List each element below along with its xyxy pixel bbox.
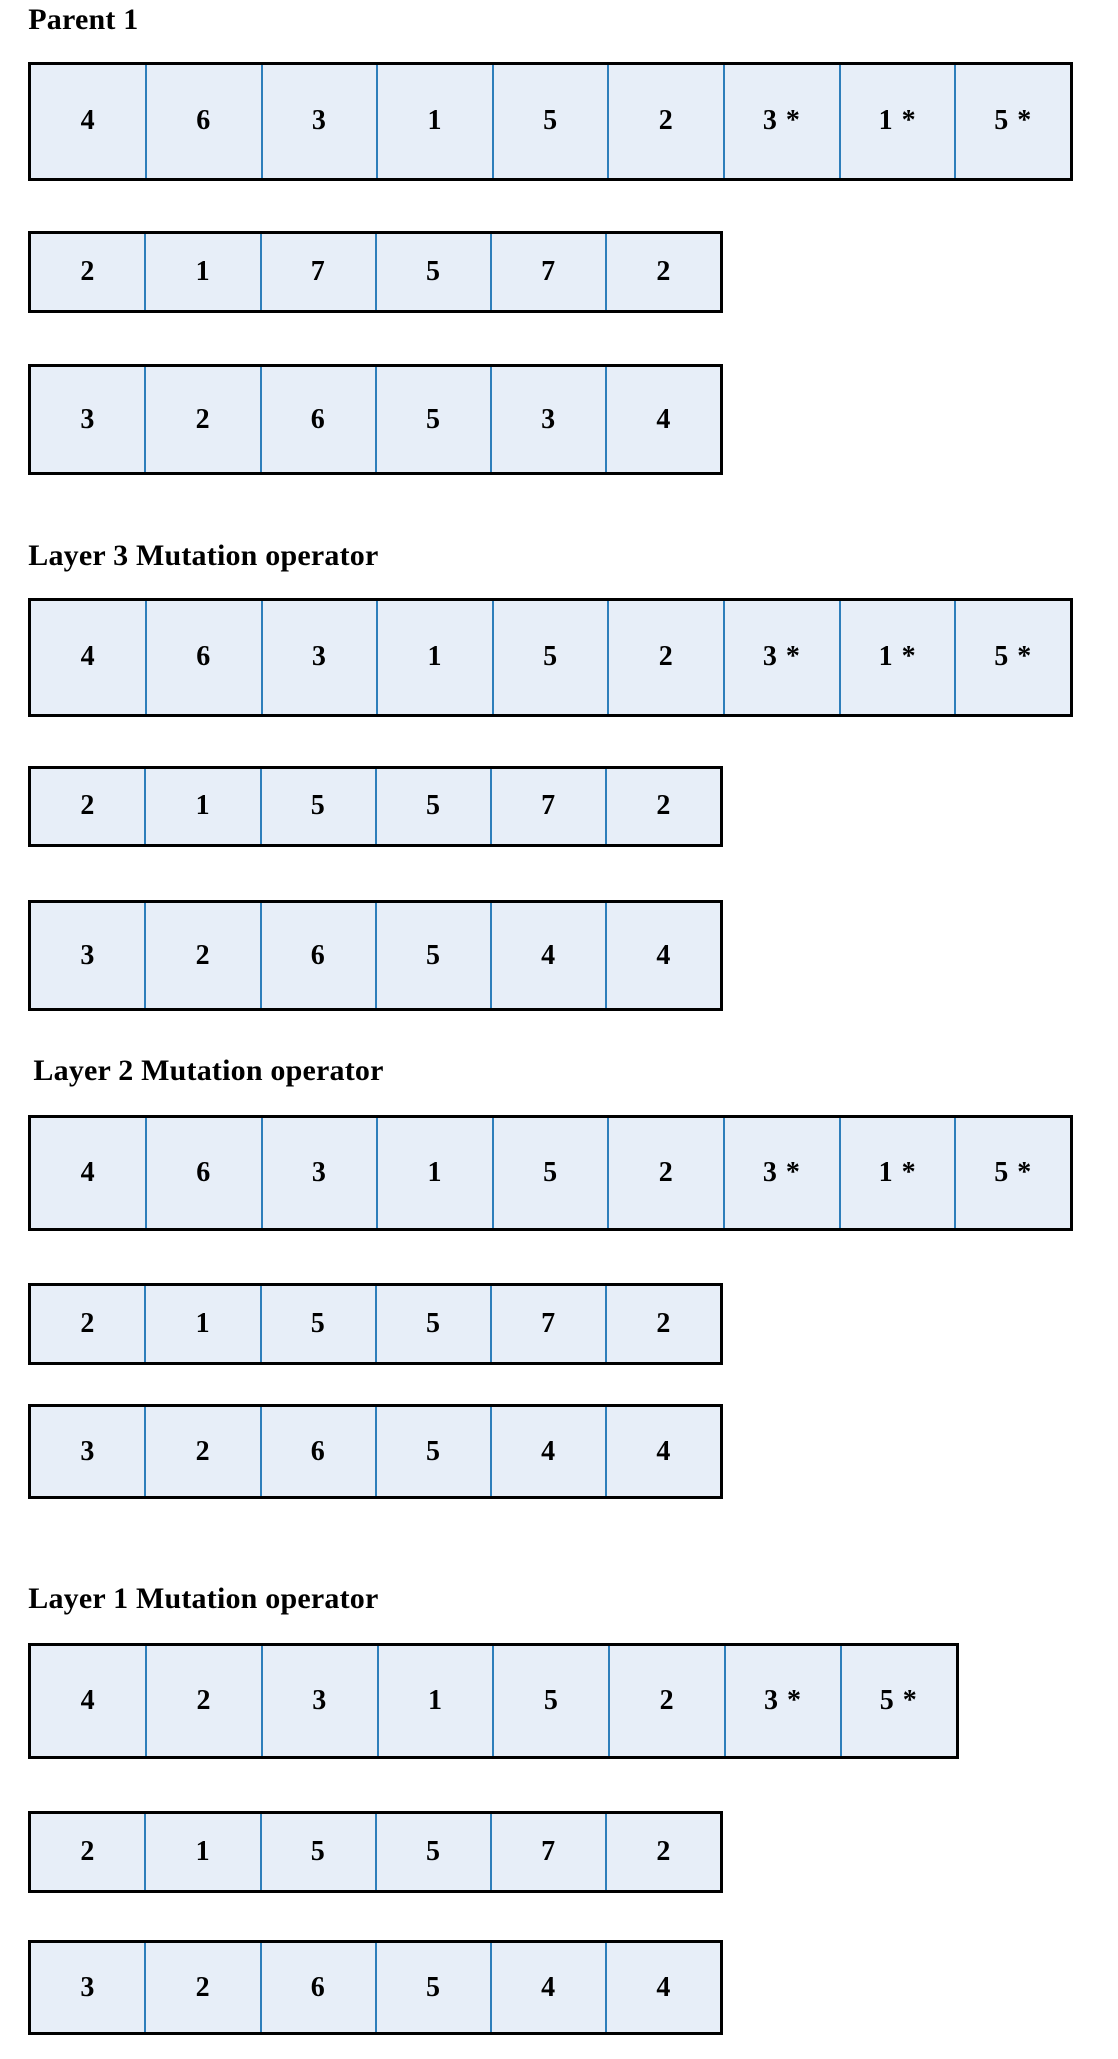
gene-cell: 5	[493, 1118, 610, 1229]
gene-cell: 5	[493, 65, 610, 178]
gene-cell: 1	[378, 1118, 494, 1229]
gene-cell: 1 *	[840, 600, 957, 714]
gene-cell: 2	[31, 1813, 147, 1890]
gene-cell: 1 *	[840, 1118, 957, 1229]
gene-cell: 5	[261, 1813, 377, 1890]
gene-cell: 6	[261, 903, 377, 1008]
gene-cell: 6	[261, 1407, 377, 1497]
gene-cell: 5	[376, 1943, 493, 2033]
section-title-layer-3: Layer 3 Mutation operator	[28, 539, 379, 573]
gene-cell: 4	[607, 1943, 721, 2033]
gene-cell: 4	[492, 1407, 608, 1497]
gene-cell: 7	[261, 233, 377, 310]
gene-cell: 5	[494, 1646, 611, 1757]
gene-cell: 3	[31, 903, 147, 1008]
gene-cell: 2	[607, 233, 721, 310]
section-title-layer-1: Layer 1 Mutation operator	[28, 1581, 379, 1615]
gene-cell: 5	[261, 1285, 377, 1362]
gene-cell: 2	[31, 768, 147, 845]
gene-cell: 5	[376, 367, 493, 473]
gene-cell: 7	[492, 1813, 608, 1890]
gene-cell: 2	[609, 65, 726, 178]
gene-cell: 4	[31, 600, 147, 714]
gene-cell: 3	[262, 1118, 379, 1229]
gene-cell: 2	[146, 1407, 262, 1497]
gene-cell: 5	[376, 1407, 493, 1497]
gene-cell: 7	[492, 768, 608, 845]
gene-cell: 1	[378, 600, 494, 714]
gene-cell: 5	[376, 903, 493, 1008]
gene-cell: 4	[31, 1118, 147, 1229]
gene-cell: 6	[146, 600, 263, 714]
gene-cell: 3 *	[725, 1118, 841, 1229]
gene-cell: 2	[607, 768, 721, 845]
gene-cell: 2	[146, 367, 262, 473]
gene-cell: 3 *	[726, 1646, 842, 1757]
gene-cell: 7	[492, 233, 608, 310]
gene-cell: 3	[31, 367, 147, 473]
gene-cell: 2	[31, 1285, 147, 1362]
gene-cell: 2	[607, 1285, 721, 1362]
gene-cell: 5	[261, 768, 377, 845]
gene-cell: 5 *	[841, 1646, 956, 1757]
gene-cell: 3	[31, 1407, 147, 1497]
gene-cell: 6	[146, 1118, 263, 1229]
gene-cell: 1	[146, 1285, 262, 1362]
gene-cell: 5 *	[956, 65, 1071, 178]
gene-cell: 4	[31, 1646, 148, 1757]
gene-cell: 5	[493, 600, 610, 714]
gene-cell: 4	[492, 1943, 608, 2033]
gene-cell: 3	[262, 600, 379, 714]
gene-cell: 4	[31, 65, 147, 178]
gene-cell: 1	[378, 65, 494, 178]
gene-cell: 4	[607, 367, 721, 473]
gene-cell: 5	[376, 233, 493, 310]
gene-cell: 2	[609, 1118, 726, 1229]
gene-cell: 2	[609, 600, 726, 714]
section-title-layer-2: Layer 2 Mutation operator	[33, 1053, 384, 1087]
gene-cell: 3	[262, 1646, 379, 1757]
gene-cell: 1	[146, 1813, 262, 1890]
gene-cell: 4	[492, 903, 608, 1008]
gene-cell: 5 *	[956, 1118, 1071, 1229]
gene-cell: 4	[607, 903, 721, 1008]
gene-cell: 1	[146, 768, 262, 845]
gene-cell: 2	[607, 1813, 721, 1890]
gene-cell: 2	[610, 1646, 727, 1757]
gene-cell: 2	[147, 1646, 263, 1757]
gene-cell: 3 *	[725, 65, 841, 178]
gene-cell: 7	[492, 1285, 608, 1362]
gene-cell: 3	[31, 1943, 147, 2033]
gene-cell: 2	[146, 903, 262, 1008]
gene-cell: 2	[146, 1943, 262, 2033]
gene-cell: 5 *	[956, 600, 1071, 714]
gene-cell: 6	[261, 367, 377, 473]
gene-cell: 6	[261, 1943, 377, 2033]
gene-cell: 4	[607, 1407, 721, 1497]
gene-cell: 2	[31, 233, 147, 310]
gene-cell: 1	[146, 233, 262, 310]
gene-cell: 5	[376, 1813, 493, 1890]
gene-cell: 1	[378, 1646, 495, 1757]
gene-cell: 3	[262, 65, 379, 178]
gene-cell: 3 *	[725, 600, 841, 714]
section-title-parent-1: Parent 1	[28, 3, 139, 37]
gene-cell: 3	[492, 367, 608, 473]
gene-cell: 5	[376, 768, 493, 845]
gene-cell: 6	[146, 65, 263, 178]
gene-cell: 5	[376, 1285, 493, 1362]
gene-cell: 1 *	[840, 65, 957, 178]
